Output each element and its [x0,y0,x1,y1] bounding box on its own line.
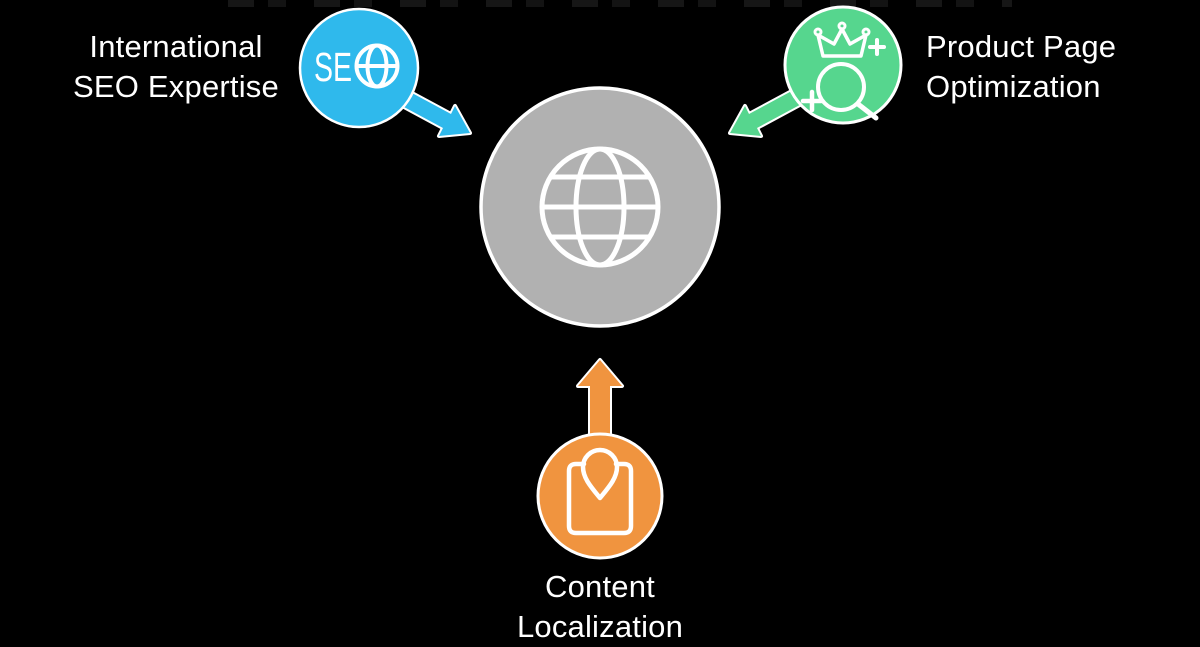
label-line: Product Page [926,29,1117,64]
node-international-seo: SE [298,7,472,138]
seo-globe-icon: SE [314,43,400,90]
label-international-seo: International SEO Expertise [52,27,300,107]
orange-arrow [576,358,624,447]
crown-magnifier-icon [800,21,886,121]
label-line: Localization [516,609,684,644]
location-pin-box-icon [566,447,634,536]
plus-icon [800,89,824,113]
plus-icon [868,38,886,56]
node-product-page-optimization [728,5,903,138]
label-line: Content [545,569,655,604]
label-line: Optimization [926,69,1101,104]
label-line: International [89,29,263,64]
label-content-localization: Content Localization [440,567,760,647]
label-product-page-optimization: Product Page Optimization [926,27,1186,107]
top-edge-artifact [228,0,1012,7]
globe-icon [539,146,661,268]
label-line: SEO Expertise [73,69,279,104]
node-content-localization [536,358,664,560]
center-node [479,86,721,328]
seo-icon-text: SE [314,44,352,90]
